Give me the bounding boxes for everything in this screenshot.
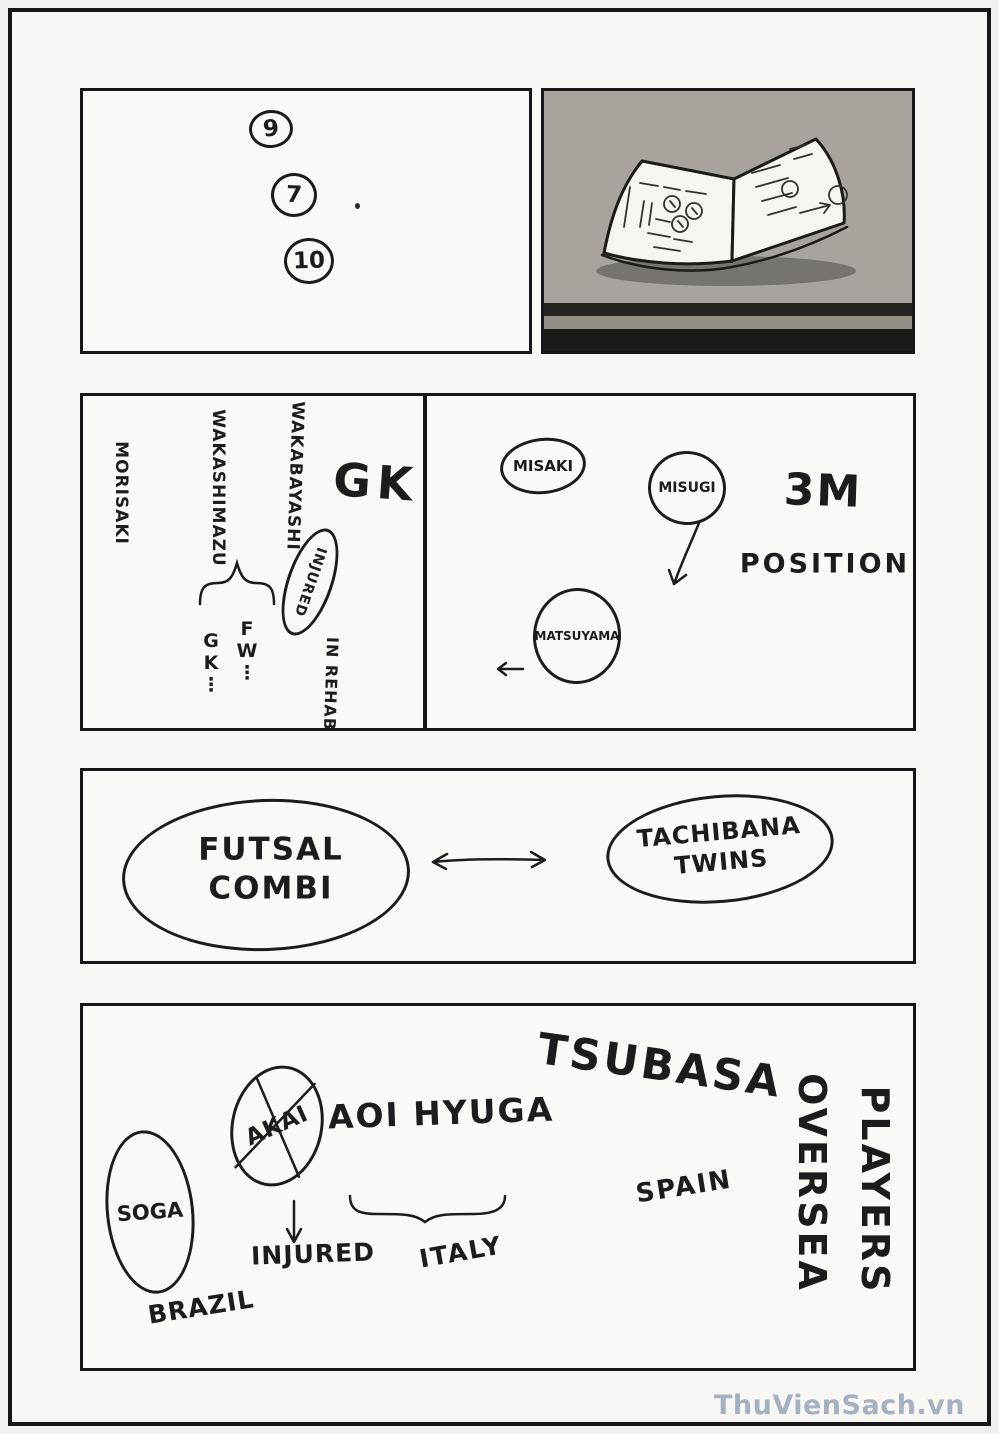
player-name-tsubasa: TSUBASA [534,1024,786,1108]
site-watermark: ThuVienSach.vn [713,1390,965,1421]
double-arrow-icon [431,850,547,871]
player-name-wakashimazu: WAKASHIMAZU [208,409,228,567]
injured-label: INJURED [250,1237,376,1271]
panel-goalkeepers: MORISAKI WAKASHIMAZU WAKABAYASHI GK INJU… [80,393,426,731]
number-circle-9: 9 [247,108,295,150]
country-label-italy: ITALY [417,1230,505,1274]
futsal-line1: FUTSAL [198,831,344,868]
curved-down-arrow-icon [667,521,701,586]
panel-oversea-players: TSUBASA AOI HYUGA AKAI INJURED ITALY SOG… [80,1003,916,1371]
in-rehab-label: IN REHAB [319,636,343,732]
curly-brace-icon [198,558,276,606]
country-label-spain: SPAIN [633,1164,735,1210]
player-names-aoi-hyuga: AOI HYUGA [327,1089,555,1137]
player-name-misaki: MISAKI [512,457,574,475]
player-name-soga: SOGA [116,1197,184,1227]
underbrace-icon [348,1194,507,1224]
player-name-wakabayashi: WAKABAYASHI [282,400,308,552]
panel-futsal-combi: FUTSAL COMBI TACHIBANA TWINS [80,768,916,964]
three-m-label: 3M [782,464,864,518]
panel-jersey-numbers: 9 7 10 [80,88,532,354]
position-heading: POSITION [739,548,911,580]
jersey-number: 9 [262,115,280,143]
panel-notebook [541,88,915,354]
jersey-number: 7 [285,181,303,209]
notebook-illustration [544,91,912,351]
oversea-vertical-label: OVERSEA [790,1073,834,1293]
down-arrow-icon [285,1199,303,1244]
number-circle-10: 10 [283,237,335,285]
number-circle-7: 7 [269,171,319,219]
player-name-matsuyama: MATSUYAMA [534,629,620,643]
futsal-line2: COMBI [208,870,334,906]
gk-heading: GK [331,452,421,512]
cross-out-icon [234,1076,316,1178]
ink-dot [355,203,360,209]
players-vertical-label: PLAYERS [853,1085,897,1295]
player-name-misugi: MISUGI [658,480,716,496]
gk-position-column: G K ⋮ [201,630,221,696]
jersey-number: 10 [292,247,326,275]
left-arrow-icon [496,661,525,677]
fw-position-column: F W ⋮ [236,618,258,684]
futsal-combi-label: FUTSAL COMBI [198,830,344,908]
player-name-morisaki: MORISAKI [111,441,131,545]
panel-3m-position: MISAKI MISUGI 3M POSITION MATSUYAMA [424,393,916,731]
